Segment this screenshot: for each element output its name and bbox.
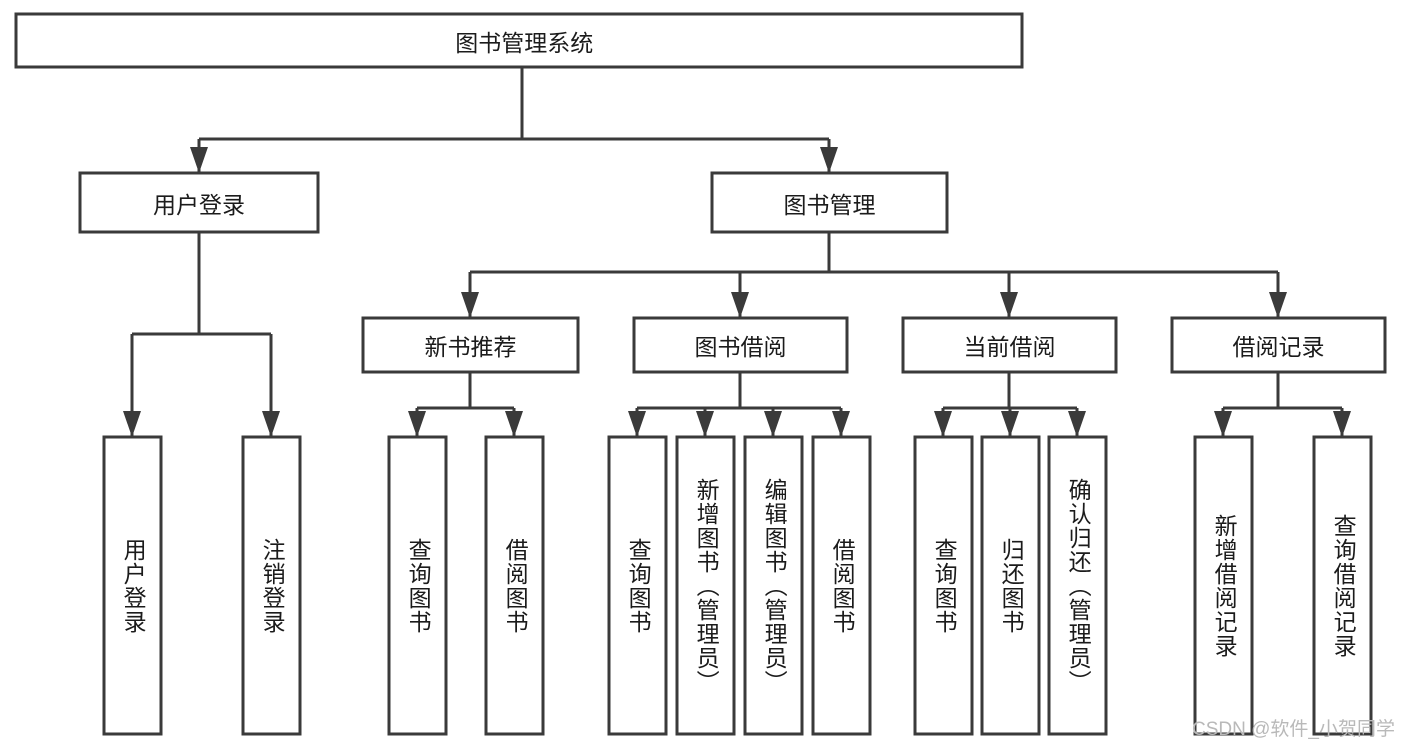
csdn-watermark: CSDN @软件_小贺同学 [1192,719,1395,740]
node-leaf-edit-book-box[interactable] [743,435,804,736]
arrow-head-icon [628,411,646,437]
arrow-head-icon [505,411,523,437]
node-leaf-confirm-return-box[interactable] [1047,435,1108,736]
node-current-borrow-box[interactable] [901,316,1118,374]
node-root-box[interactable] [14,12,1024,69]
node-leaf-borrow-book-1-box[interactable] [484,435,545,736]
arrow-head-icon [1214,411,1232,437]
arrow-head-icon [461,292,479,318]
arrow-head-icon [1333,411,1351,437]
arrow-head-icon [696,411,714,437]
arrow-head-icon [764,411,782,437]
arrow-head-icon [731,292,749,318]
arrow-head-icon [123,411,141,437]
arrow-head-icon [820,147,838,173]
node-new-book-recommend-box[interactable] [361,316,580,374]
node-leaf-user-logout-box[interactable] [241,435,302,736]
arrow-head-icon [1269,292,1287,318]
node-leaf-user-login-box[interactable] [102,435,163,736]
connector-layer [123,67,1351,437]
node-leaf-query-book-1-box[interactable] [387,435,448,736]
node-leaf-query-record-box[interactable] [1312,435,1373,736]
arrow-head-icon [832,411,850,437]
node-leaf-borrow-book-2-box[interactable] [811,435,872,736]
node-book-management-box[interactable] [710,171,949,234]
arrow-head-icon [1068,411,1086,437]
arrow-head-icon [934,411,952,437]
node-box-layer [14,12,1387,736]
arrow-head-icon [262,411,280,437]
arrow-head-icon [1001,411,1019,437]
node-leaf-return-book-box[interactable] [980,435,1041,736]
node-leaf-query-book-3-box[interactable] [913,435,974,736]
node-leaf-add-book-box[interactable] [675,435,736,736]
node-leaf-add-record-box[interactable] [1193,435,1254,736]
node-book-borrow-box[interactable] [632,316,849,374]
arrow-head-icon [408,411,426,437]
node-leaf-query-book-2-box[interactable] [607,435,668,736]
arrow-head-icon [190,147,208,173]
node-borrow-record-box[interactable] [1170,316,1387,374]
arrow-head-icon [1000,292,1018,318]
node-user-login-box[interactable] [78,171,320,234]
